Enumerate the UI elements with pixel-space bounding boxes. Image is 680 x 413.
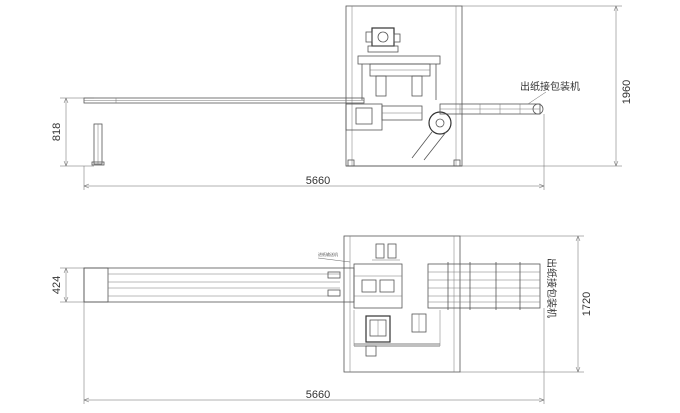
top-dim-width-total: 1720 [581, 292, 593, 316]
top-callout-label: 进纸输送机 [318, 251, 338, 257]
top-dim-length: 5660 [306, 389, 330, 401]
side-drive-wheel [428, 111, 452, 135]
top-view: 进纸输送机 [51, 235, 593, 404]
top-dim-width-conveyor: 424 [51, 276, 63, 294]
side-view-label: 出纸接包装机 [520, 80, 580, 93]
side-dim-height-total: 1960 [621, 80, 633, 104]
side-frame [345, 5, 463, 167]
top-frame [343, 235, 461, 373]
top-drive-unit [365, 315, 391, 343]
top-outfeed-conveyor [427, 263, 541, 309]
side-dim-height-conveyor: 818 [51, 123, 63, 141]
top-infeed-conveyor [83, 267, 355, 303]
side-dim-length: 5660 [306, 175, 330, 187]
top-view-label: 出纸接包装机 [545, 258, 558, 318]
motor-block [371, 27, 395, 47]
side-view: 出纸接包装机 1960 818 5660 [51, 5, 633, 190]
